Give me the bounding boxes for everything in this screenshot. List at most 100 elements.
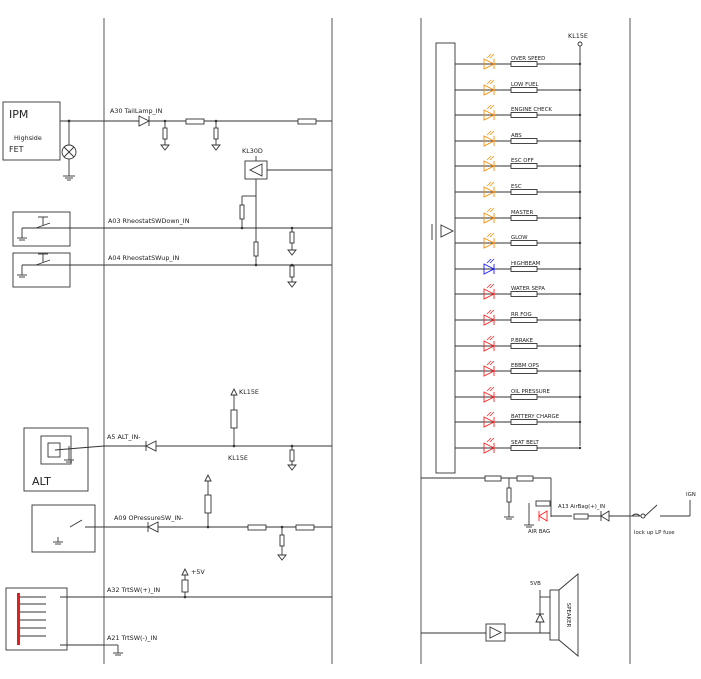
tail-lamp xyxy=(60,119,104,181)
indicator-led-icon xyxy=(483,212,496,224)
signal-a04: A04 RheostatSWup_IN xyxy=(108,254,179,262)
indicator-row: GLOW xyxy=(455,232,582,249)
alt-label: ALT xyxy=(32,475,51,488)
signal-a32: A32 TrtSW(+)_IN xyxy=(107,586,160,594)
indicator-row: WATER SEPA xyxy=(455,283,582,300)
indicator-row: P.BRAKE xyxy=(455,335,582,352)
left-schematic: IPM Highside FET A30 TailLamp_IN xyxy=(2,18,333,664)
indicator-led-icon xyxy=(483,442,496,454)
row-a09: A09 OPressureSW_IN- xyxy=(31,504,332,561)
signal-a30: A30 TailLamp_IN xyxy=(110,107,163,115)
kl15e-label-1: KL15E xyxy=(239,388,259,396)
indicator-row: OIL PRESSURE xyxy=(455,386,582,403)
indicator-resistor xyxy=(510,189,538,195)
indicator-led-icon xyxy=(483,314,496,326)
indicator-row: MASTER xyxy=(455,207,582,224)
row-a32-a21: A32 TrtSW(+)_IN +5V A21 TrtSW(-)_IN xyxy=(5,567,332,656)
indicator-led-icon xyxy=(483,84,496,96)
indicator-rows: OVER SPEED LOW FUEL ENGINE CHECK ABS ESC OFF… xyxy=(455,53,582,454)
indicator-resistor xyxy=(510,266,538,272)
indicator-row: HIGHBEAM xyxy=(455,258,582,275)
kl15e-supply-1: KL15E xyxy=(230,387,259,446)
indicator-led-icon xyxy=(483,186,496,198)
signal-a21: A21 TrtSW(-)_IN xyxy=(107,634,157,642)
indicator-resistor xyxy=(510,291,538,297)
indicator-led-icon xyxy=(483,288,496,300)
indicator-resistor xyxy=(510,419,538,425)
indicator-label: RR FOG xyxy=(511,312,532,318)
indicator-resistor xyxy=(510,112,538,118)
indicator-resistor xyxy=(510,87,538,93)
indicator-led-icon xyxy=(483,135,496,147)
kl15e-top-label: KL15E xyxy=(568,32,588,40)
indicator-label: BATTERY CHARGE xyxy=(511,414,560,420)
indicator-row: ESC OFF xyxy=(455,155,582,172)
indicator-label: ENGINE CHECK xyxy=(511,107,552,113)
airbag-signal: A13 AirBag(+)_IN xyxy=(558,504,605,510)
indicator-label: WATER SEPA xyxy=(511,286,545,292)
ipm-line1: Highside xyxy=(14,134,42,142)
indicator-led-icon xyxy=(483,237,496,249)
signal-a5: A5 ALT_IN- xyxy=(107,433,141,441)
indicator-led-icon xyxy=(483,340,496,352)
indicator-label: MASTER xyxy=(511,210,533,216)
kl30d-buffer: KL30D xyxy=(239,147,332,265)
lockup-label: lock up LP fuse xyxy=(634,530,675,536)
airbag-section: AIR BAG A13 AirBag(+)_IN IGN lock up LP … xyxy=(421,475,696,536)
right-schematic: KL15E OVER SPEED LOW FUEL ENGINE CHECK ABS E… xyxy=(420,18,696,664)
indicator-led-icon xyxy=(483,365,496,377)
indicator-led-icon xyxy=(483,263,496,275)
indicator-resistor xyxy=(510,240,538,246)
indicator-label: GLOW xyxy=(511,235,528,241)
row-a03: A03 RheostatSWDown_IN xyxy=(12,211,332,256)
indicator-resistor xyxy=(510,163,538,169)
indicator-label: OIL PRESSURE xyxy=(511,389,550,395)
indicator-row: OVER SPEED xyxy=(455,53,582,70)
indicator-resistor xyxy=(510,368,538,374)
indicator-row: ESC xyxy=(455,181,582,198)
ipm-block: IPM Highside FET xyxy=(2,101,61,161)
row-a30: A30 TailLamp_IN xyxy=(104,107,332,151)
indicator-resistor xyxy=(510,343,538,349)
indicator-resistor xyxy=(510,394,538,400)
indicator-resistor xyxy=(510,215,538,221)
indicator-driver xyxy=(431,42,456,474)
indicator-label: OVER SPEED xyxy=(511,56,545,62)
indicator-row: LOW FUEL xyxy=(455,79,582,96)
indicator-label: HIGHBEAM xyxy=(511,261,541,267)
indicator-label: ABS xyxy=(511,133,522,139)
indicator-led-icon xyxy=(483,416,496,428)
indicator-resistor xyxy=(510,138,538,144)
speaker-label: SPEAKER xyxy=(565,603,571,628)
indicator-resistor xyxy=(510,317,538,323)
kl15e-label-2: KL15E xyxy=(228,454,248,462)
plus5v-label: +5V xyxy=(191,568,205,576)
speaker-supply-label: 5VB xyxy=(530,581,541,587)
indicator-led-icon xyxy=(483,391,496,403)
indicator-row: RR FOG xyxy=(455,309,582,326)
ign-label: IGN xyxy=(686,492,696,498)
indicator-row: ENGINE CHECK xyxy=(455,104,582,121)
airbag-label: AIR BAG xyxy=(528,529,550,535)
row-a5-alt: ALT A5 ALT_IN- xyxy=(23,427,332,492)
indicator-label: ESC OFF xyxy=(511,158,534,164)
indicator-row: BATTERY CHARGE xyxy=(455,411,582,428)
kl15e-supply-2: KL15E xyxy=(204,454,248,527)
kl30d-label: KL30D xyxy=(242,147,263,155)
indicator-label: P.BRAKE xyxy=(511,338,534,344)
speaker-section: 5VB SPEAKER xyxy=(421,573,579,657)
indicator-resistor xyxy=(510,61,538,67)
indicator-label: LOW FUEL xyxy=(511,82,539,88)
indicator-label: ESC xyxy=(511,184,522,190)
indicator-row: EBBM OPS xyxy=(455,360,582,377)
kl15e-top: KL15E xyxy=(568,32,588,446)
ipm-line2: FET xyxy=(9,145,24,154)
indicator-led-icon xyxy=(483,160,496,172)
signal-a03: A03 RheostatSWDown_IN xyxy=(108,217,190,225)
indicator-resistor xyxy=(510,445,538,451)
indicator-label: SEAT BELT xyxy=(511,440,539,446)
indicator-led-icon xyxy=(483,58,496,70)
indicator-row: SEAT BELT xyxy=(455,437,582,454)
signal-a09: A09 OPressureSW_IN- xyxy=(114,514,183,522)
